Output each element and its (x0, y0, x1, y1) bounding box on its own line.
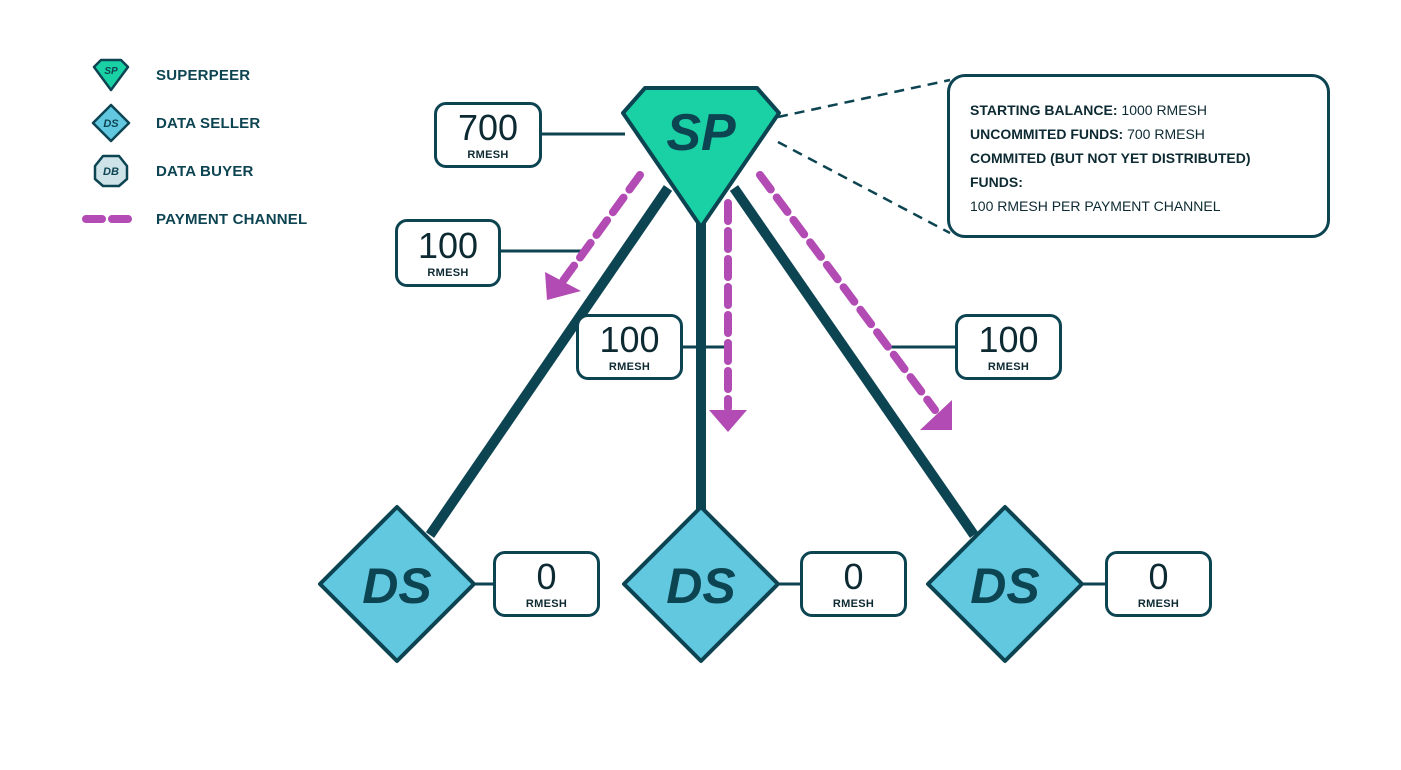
channel-unit: RMESH (427, 266, 469, 279)
info-uncommitted-label: UNCOMMITED FUNDS: (970, 126, 1124, 142)
superpeer-balance-value: 700 (457, 106, 519, 148)
legend-data-buyer: DB DATA BUYER (80, 153, 254, 189)
seller-node-right: DS (926, 505, 1084, 663)
superpeer-node-label: SP (666, 104, 736, 162)
info-uncommitted-line: UNCOMMITED FUNDS: 700 RMESH (970, 122, 1307, 146)
data-seller-icon-label: DS (103, 118, 119, 130)
legend-superpeer: SP SUPERPEER (80, 57, 250, 93)
channel-box-right: 100 RMESH (955, 314, 1062, 380)
seller-value: 0 (536, 555, 557, 597)
seller-node-label: DS (362, 558, 431, 614)
seller-unit: RMESH (1137, 597, 1180, 610)
callout-line-bottom (777, 140, 951, 235)
legend-payment-channel: PAYMENT CHANNEL (80, 201, 307, 237)
channel-value: 100 (978, 318, 1039, 360)
superpeer-icon-label: SP (104, 66, 118, 77)
seller-node-label: DS (970, 558, 1039, 614)
info-committed-value-line: 100 RMESH PER PAYMENT CHANNEL (970, 194, 1307, 218)
data-buyer-icon-label: DB (103, 166, 119, 178)
info-box: STARTING BALANCE: 1000 RMESH UNCOMMITED … (947, 74, 1330, 238)
payment-channel-icon (80, 201, 142, 237)
superpeer-icon: SP (80, 57, 142, 93)
info-starting-label: STARTING BALANCE: (970, 102, 1118, 118)
seller-value: 0 (1148, 555, 1169, 597)
info-committed-label-2: FUNDS: (970, 174, 1023, 190)
channel-value: 100 (599, 318, 660, 360)
seller-box-right: 0 RMESH (1105, 551, 1212, 617)
payment-arrowhead-left (545, 272, 581, 300)
data-buyer-icon: DB (80, 153, 142, 189)
payment-arrow-left (556, 171, 644, 289)
seller-box-center: 0 RMESH (800, 551, 907, 617)
info-starting-line: STARTING BALANCE: 1000 RMESH (970, 98, 1307, 122)
info-committed-line-2: FUNDS: (970, 170, 1307, 194)
superpeer-balance-unit: RMESH (467, 148, 509, 161)
legend-payment-channel-label: PAYMENT CHANNEL (156, 210, 308, 228)
edge-right (729, 185, 979, 538)
legend-superpeer-label: SUPERPEER (156, 66, 251, 84)
info-uncommitted-value: 700 RMESH (1127, 126, 1205, 142)
superpeer-node: SP (621, 86, 781, 229)
seller-node-left: DS (318, 505, 476, 663)
payment-arrowhead-center (709, 410, 747, 432)
info-committed-value: 100 RMESH PER PAYMENT CHANNEL (970, 198, 1221, 214)
seller-box-left: 0 RMESH (493, 551, 600, 617)
seller-unit: RMESH (832, 597, 875, 610)
channel-box-left: 100 RMESH (395, 219, 501, 287)
channel-value: 100 (417, 224, 479, 266)
legend-data-buyer-label: DATA BUYER (156, 162, 254, 180)
info-starting-value: 1000 RMESH (1121, 102, 1207, 118)
info-committed-label-1: COMMITED (BUT NOT YET DISTRIBUTED) (970, 150, 1251, 166)
data-seller-icon: DS (80, 103, 142, 143)
seller-node-label: DS (666, 558, 735, 614)
legend-data-seller-label: DATA SELLER (156, 114, 261, 132)
payment-arrow-right (756, 171, 939, 414)
callout-line-top (777, 78, 951, 119)
channel-unit: RMESH (608, 360, 651, 373)
channel-unit: RMESH (987, 360, 1030, 373)
payment-arrowhead-right (920, 400, 952, 430)
superpeer-balance-box: 700 RMESH (434, 102, 542, 168)
channel-box-center: 100 RMESH (576, 314, 683, 380)
info-committed-line-1: COMMITED (BUT NOT YET DISTRIBUTED) (970, 146, 1307, 170)
seller-unit: RMESH (525, 597, 568, 610)
edge-left (425, 185, 673, 538)
legend-data-seller: DS DATA SELLER (80, 103, 261, 143)
seller-node-center: DS (622, 505, 780, 663)
seller-value: 0 (843, 555, 864, 597)
